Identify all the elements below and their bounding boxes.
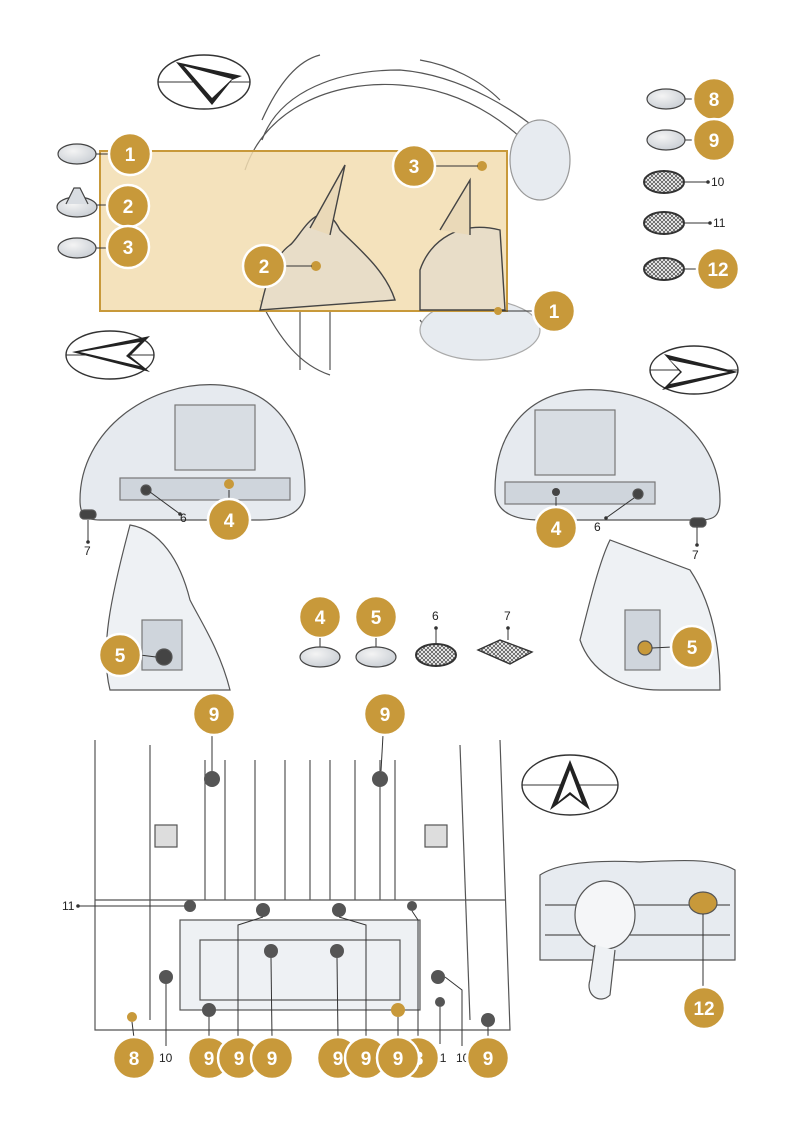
legend-top-right: 8 9 10 11 12 [643,76,741,292]
callout-badge-2: 2 [241,243,287,289]
callout-badge-8-floor-a: 8 [111,1035,157,1081]
svg-text:1: 1 [125,145,136,166]
legend-badge-2: 2 [105,183,151,229]
callout-badge-9-floor-f: 9 [315,1035,361,1081]
direction-arrow-icon [649,345,739,395]
callout-badge-9-floor-a: 9 [191,691,237,737]
callout-badge-5-right: 5 [669,624,715,670]
svg-text:12: 12 [707,260,728,281]
floor-pan-drawing [94,739,511,1031]
legend-badge-5: 5 [353,594,399,640]
floor-plugs [127,771,495,1027]
callout-badge-4-right: 4 [533,505,579,551]
svg-text:6: 6 [432,609,439,623]
svg-text:9: 9 [483,1049,494,1070]
svg-text:10: 10 [711,175,725,189]
direction-arrow-icon [65,330,155,380]
svg-text:9: 9 [267,1049,278,1070]
detail-bubble-right [419,177,506,311]
callout-badge-4-left: 4 [206,497,252,543]
wheel-arch-left-drawing [79,384,306,691]
mesh-plug-icon [643,257,685,281]
svg-text:9: 9 [209,705,220,726]
svg-text:9: 9 [234,1049,245,1070]
plug-disc-icon [299,646,341,668]
svg-text:9: 9 [333,1049,344,1070]
callout-badge-12-tow: 12 [681,985,727,1031]
svg-text:9: 9 [393,1049,404,1070]
plug-disc-icon [57,143,97,165]
svg-text:5: 5 [371,608,382,629]
plug-disc-icon [646,88,686,110]
svg-text:4: 4 [315,608,326,629]
svg-text:11: 11 [713,216,726,230]
callout-badge-9-floor-i: 9 [465,1035,511,1081]
svg-text:9: 9 [709,131,720,152]
svg-text:3: 3 [409,157,420,178]
legend-badge-4: 4 [297,594,343,640]
svg-text:6: 6 [594,520,601,534]
svg-text:9: 9 [204,1049,215,1070]
plug-disc-icon [646,129,686,151]
callout-badge-1: 1 [531,288,577,334]
plug-disc-icon [355,646,397,668]
svg-text:7: 7 [692,548,699,562]
direction-arrow-icon [521,754,619,816]
svg-text:4: 4 [224,511,235,532]
svg-text:9: 9 [361,1049,372,1070]
pad-plug-icon [476,639,534,665]
svg-text:8: 8 [129,1049,140,1070]
legend-middle: 4 5 6 7 [297,594,534,668]
callout-badge-9-floor-c: 9 [186,1035,232,1081]
svg-text:7: 7 [84,544,91,558]
rear-body-drawing-top [244,54,571,376]
mesh-plug-icon [643,170,685,194]
callout-badge-9-floor-h: 9 [375,1035,421,1081]
wheel-arch-right-drawing [494,389,721,691]
mesh-plug-icon [643,211,685,235]
callout-badge-9-floor-d: 9 [216,1035,262,1081]
cone-plug-icon [56,187,98,218]
svg-text:6: 6 [180,511,187,525]
svg-text:3: 3 [123,238,134,259]
svg-text:2: 2 [259,257,270,278]
direction-arrow-icon [157,54,251,110]
plug-disc-icon [57,237,97,259]
callout-badge-3: 3 [391,143,437,189]
svg-text:5: 5 [115,646,126,667]
mesh-plug-icon [415,643,457,667]
legend-badge-3: 3 [105,224,151,270]
svg-text:5: 5 [687,638,698,659]
svg-text:11: 11 [62,899,75,913]
svg-text:1: 1 [549,302,560,323]
legend-badge-12: 12 [695,246,741,292]
callout-badge-9-floor-b: 9 [362,691,408,737]
legend-top-left: 1 2 3 [56,131,153,270]
tow-hook-drawing [539,859,736,1000]
svg-text:2: 2 [123,197,134,218]
legend-badge-1: 1 [107,131,153,177]
callout-badge-9-floor-g: 9 [343,1035,389,1081]
callout-badge-5-left: 5 [97,632,143,678]
callout-badge-9-floor-e: 9 [249,1035,295,1081]
legend-badge-8: 8 [691,76,737,122]
svg-text:7: 7 [504,609,511,623]
svg-text:12: 12 [693,999,714,1020]
svg-text:8: 8 [709,90,720,111]
legend-badge-9: 9 [691,117,737,163]
svg-text:9: 9 [380,705,391,726]
svg-text:10: 10 [159,1051,173,1065]
svg-text:4: 4 [551,519,562,540]
